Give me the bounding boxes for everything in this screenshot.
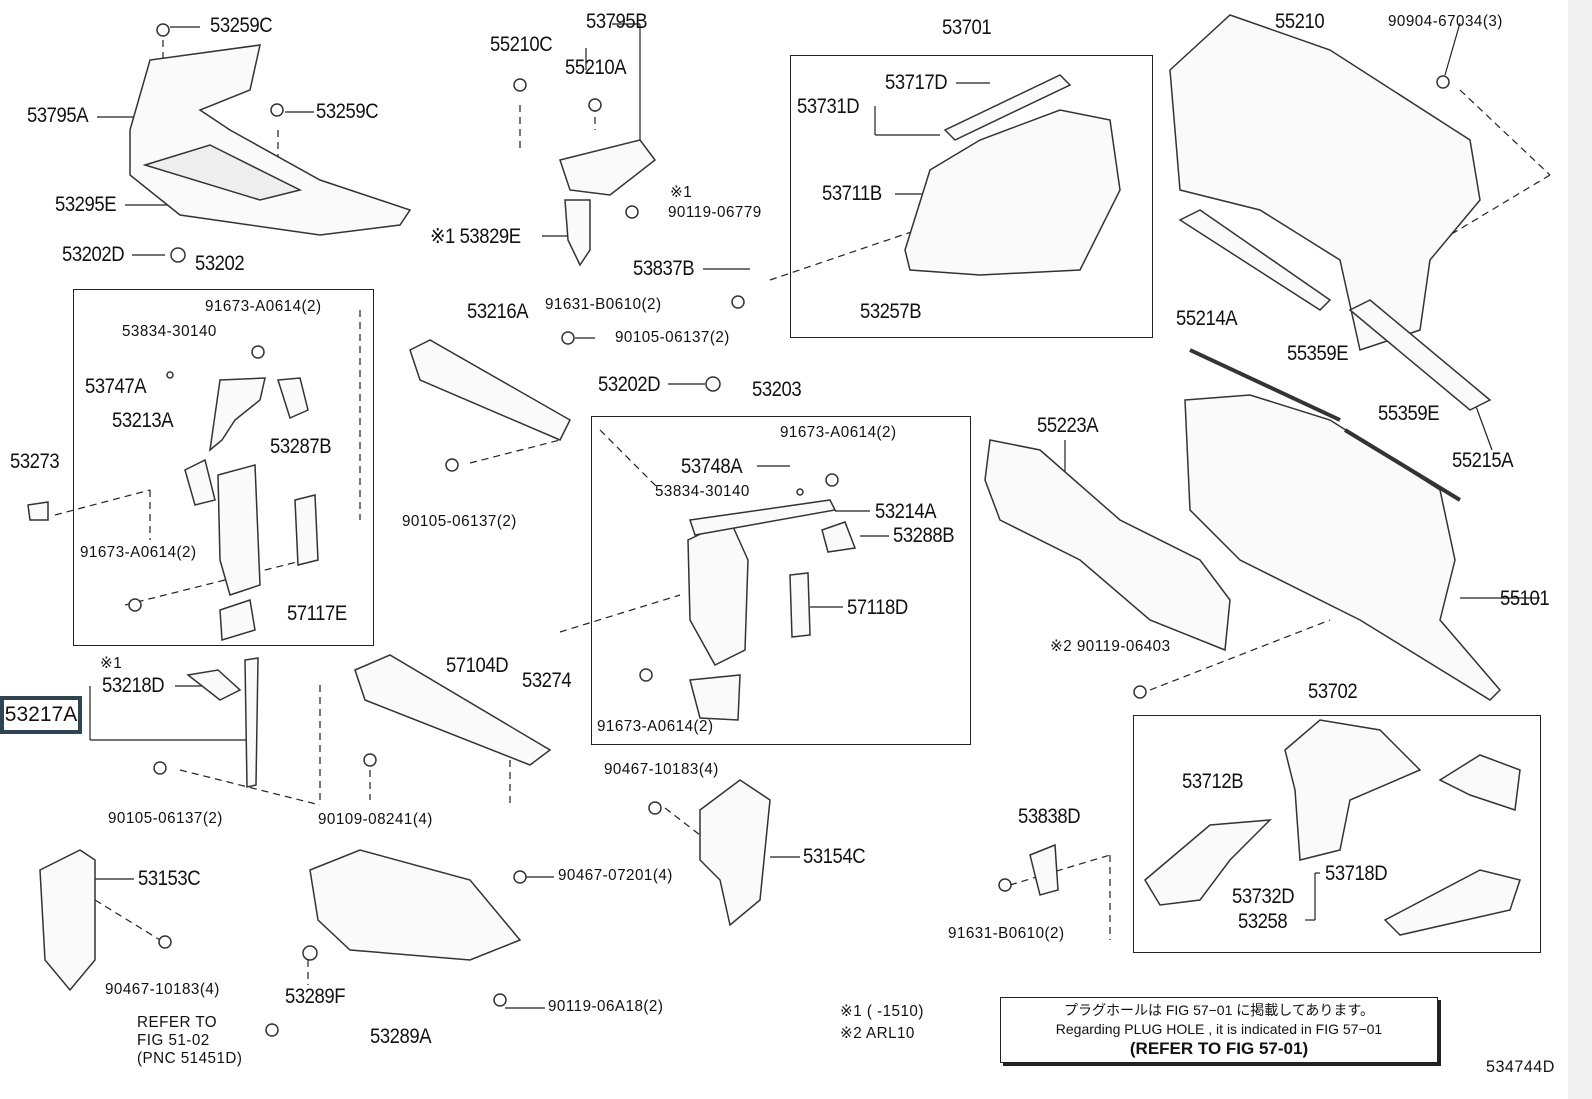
part-label[interactable]: 91673-A0614(2) <box>205 298 322 315</box>
part-label[interactable]: 55214A <box>1176 307 1238 330</box>
group-box-53702 <box>1133 715 1541 953</box>
part-label[interactable]: 55223A <box>1037 414 1099 437</box>
group-box-53701 <box>790 55 1153 338</box>
part-label[interactable]: 53702 <box>1308 680 1358 703</box>
part-label: 53217A <box>4 703 78 726</box>
part-label[interactable]: 55210C <box>490 33 553 56</box>
part-label[interactable]: 53257B <box>860 300 922 323</box>
footnote-2: ※2 ARL10 <box>840 1025 915 1042</box>
part-label[interactable]: 57117E <box>287 602 347 625</box>
part-label[interactable]: 91673-A0614(2) <box>80 544 197 561</box>
part-label[interactable]: 90467-07201(4) <box>558 867 673 884</box>
part-label[interactable]: 53216A <box>467 300 529 323</box>
part-label[interactable]: 53289A <box>370 1025 432 1048</box>
plug-hole-note: プラグホールは FIG 57−01 に掲載してあります。 Regarding P… <box>1000 997 1438 1063</box>
part-label[interactable]: 90904-67034(3) <box>1388 13 1503 30</box>
part-label[interactable]: ※1 53829E <box>430 225 521 248</box>
part-label[interactable]: 53288B <box>893 524 955 547</box>
part-label[interactable]: 53259C <box>210 14 273 37</box>
part-label[interactable]: 53218D <box>102 674 165 697</box>
part-label[interactable]: 57118D <box>847 596 908 619</box>
part-label[interactable]: 53731D <box>797 95 860 118</box>
part-label[interactable]: 90467-10183(4) <box>604 761 719 778</box>
group-box-53203 <box>591 416 971 745</box>
footnote-mark: ※1 <box>100 655 123 672</box>
part-label[interactable]: 53837B <box>633 257 695 280</box>
refer-line: FIG 51-02 <box>137 1032 210 1049</box>
part-label[interactable]: 53202 <box>195 252 245 275</box>
part-label[interactable]: 53203 <box>752 378 802 401</box>
part-shapes <box>27 14 1521 992</box>
part-label[interactable]: 55359E <box>1287 342 1349 365</box>
part-label[interactable]: 90105-06137(2) <box>402 513 517 530</box>
part-label[interactable]: 53213A <box>112 409 174 432</box>
part-label[interactable]: 53834-30140 <box>122 323 217 340</box>
part-label[interactable]: 91673-A0614(2) <box>597 718 714 735</box>
part-label[interactable]: 91673-A0614(2) <box>780 424 897 441</box>
note-refer-link[interactable]: (REFER TO FIG 57-01) <box>1129 1039 1309 1058</box>
part-label[interactable]: 55215A <box>1452 449 1514 472</box>
part-label[interactable]: 55101 <box>1500 587 1550 610</box>
part-label[interactable]: 55210 <box>1275 10 1325 33</box>
footnote-mark: ※1 <box>670 184 693 201</box>
part-label[interactable]: 53747A <box>85 375 147 398</box>
group-box-53202 <box>73 289 374 646</box>
part-label[interactable]: 53711B <box>822 182 882 205</box>
part-label[interactable]: 53259C <box>316 100 379 123</box>
part-label[interactable]: 90105-06137(2) <box>108 810 223 827</box>
part-label[interactable]: 53732D <box>1232 885 1295 908</box>
part-label[interactable]: 53295E <box>55 193 117 216</box>
part-label[interactable]: 57104D <box>446 654 509 677</box>
part-label[interactable]: 53214A <box>875 500 937 523</box>
part-label[interactable]: 53701 <box>942 16 992 39</box>
part-label[interactable]: 91631-B0610(2) <box>948 925 1065 942</box>
part-label[interactable]: 53273 <box>10 450 60 473</box>
part-label[interactable]: 53795A <box>27 104 89 127</box>
part-label[interactable]: 90109-08241(4) <box>318 811 433 828</box>
part-label[interactable]: 53154C <box>803 845 866 868</box>
part-label[interactable]: 53834-30140 <box>655 483 750 500</box>
part-label[interactable]: 53717D <box>885 71 948 94</box>
part-label[interactable]: 53289F <box>285 985 346 1008</box>
part-label[interactable]: 55210A <box>565 56 627 79</box>
refer-link[interactable]: REFER TO FIG 51-02 (PNC 51451D) <box>137 1014 242 1068</box>
part-label[interactable]: 53202D <box>62 243 125 266</box>
part-label[interactable]: 53153C <box>138 867 201 890</box>
part-label[interactable]: 55359E <box>1378 402 1440 425</box>
refer-line: (PNC 51451D) <box>137 1050 243 1067</box>
part-label[interactable]: 53795B <box>586 10 648 33</box>
fasteners <box>128 23 1450 1037</box>
part-label[interactable]: 53748A <box>681 455 743 478</box>
part-label[interactable]: 53838D <box>1018 805 1081 828</box>
part-label[interactable]: 90119-06A18(2) <box>548 998 664 1015</box>
part-label[interactable]: 53712B <box>1182 770 1244 793</box>
footnote-1: ※1 ( -1510) <box>840 1003 924 1020</box>
part-label[interactable]: 53718D <box>1325 862 1388 885</box>
note-english: Regarding PLUG HOLE , it is indicated in… <box>1055 1021 1383 1037</box>
part-label[interactable]: ※2 90119-06403 <box>1050 638 1171 655</box>
part-label[interactable]: 91631-B0610(2) <box>545 296 662 313</box>
part-label[interactable]: 90467-10183(4) <box>105 981 220 998</box>
part-label[interactable]: 53274 <box>522 669 572 692</box>
part-label[interactable]: 90105-06137(2) <box>615 329 730 346</box>
part-label[interactable]: 53202D <box>598 373 661 396</box>
note-japanese: プラグホールは FIG 57−01 に掲載してあります。 <box>1063 1002 1375 1018</box>
refer-line: REFER TO <box>137 1014 218 1031</box>
dashed-lines <box>54 40 1551 985</box>
part-label[interactable]: 53287B <box>270 435 332 458</box>
highlighted-part-label[interactable]: 53217A <box>0 696 82 734</box>
part-label[interactable]: 53258 <box>1238 910 1288 933</box>
diagram-id: 534744D <box>1486 1057 1555 1076</box>
scrollbar[interactable] <box>1568 0 1592 1099</box>
leader-lines <box>89 22 1540 1009</box>
part-label[interactable]: 90119-06779 <box>668 204 762 221</box>
